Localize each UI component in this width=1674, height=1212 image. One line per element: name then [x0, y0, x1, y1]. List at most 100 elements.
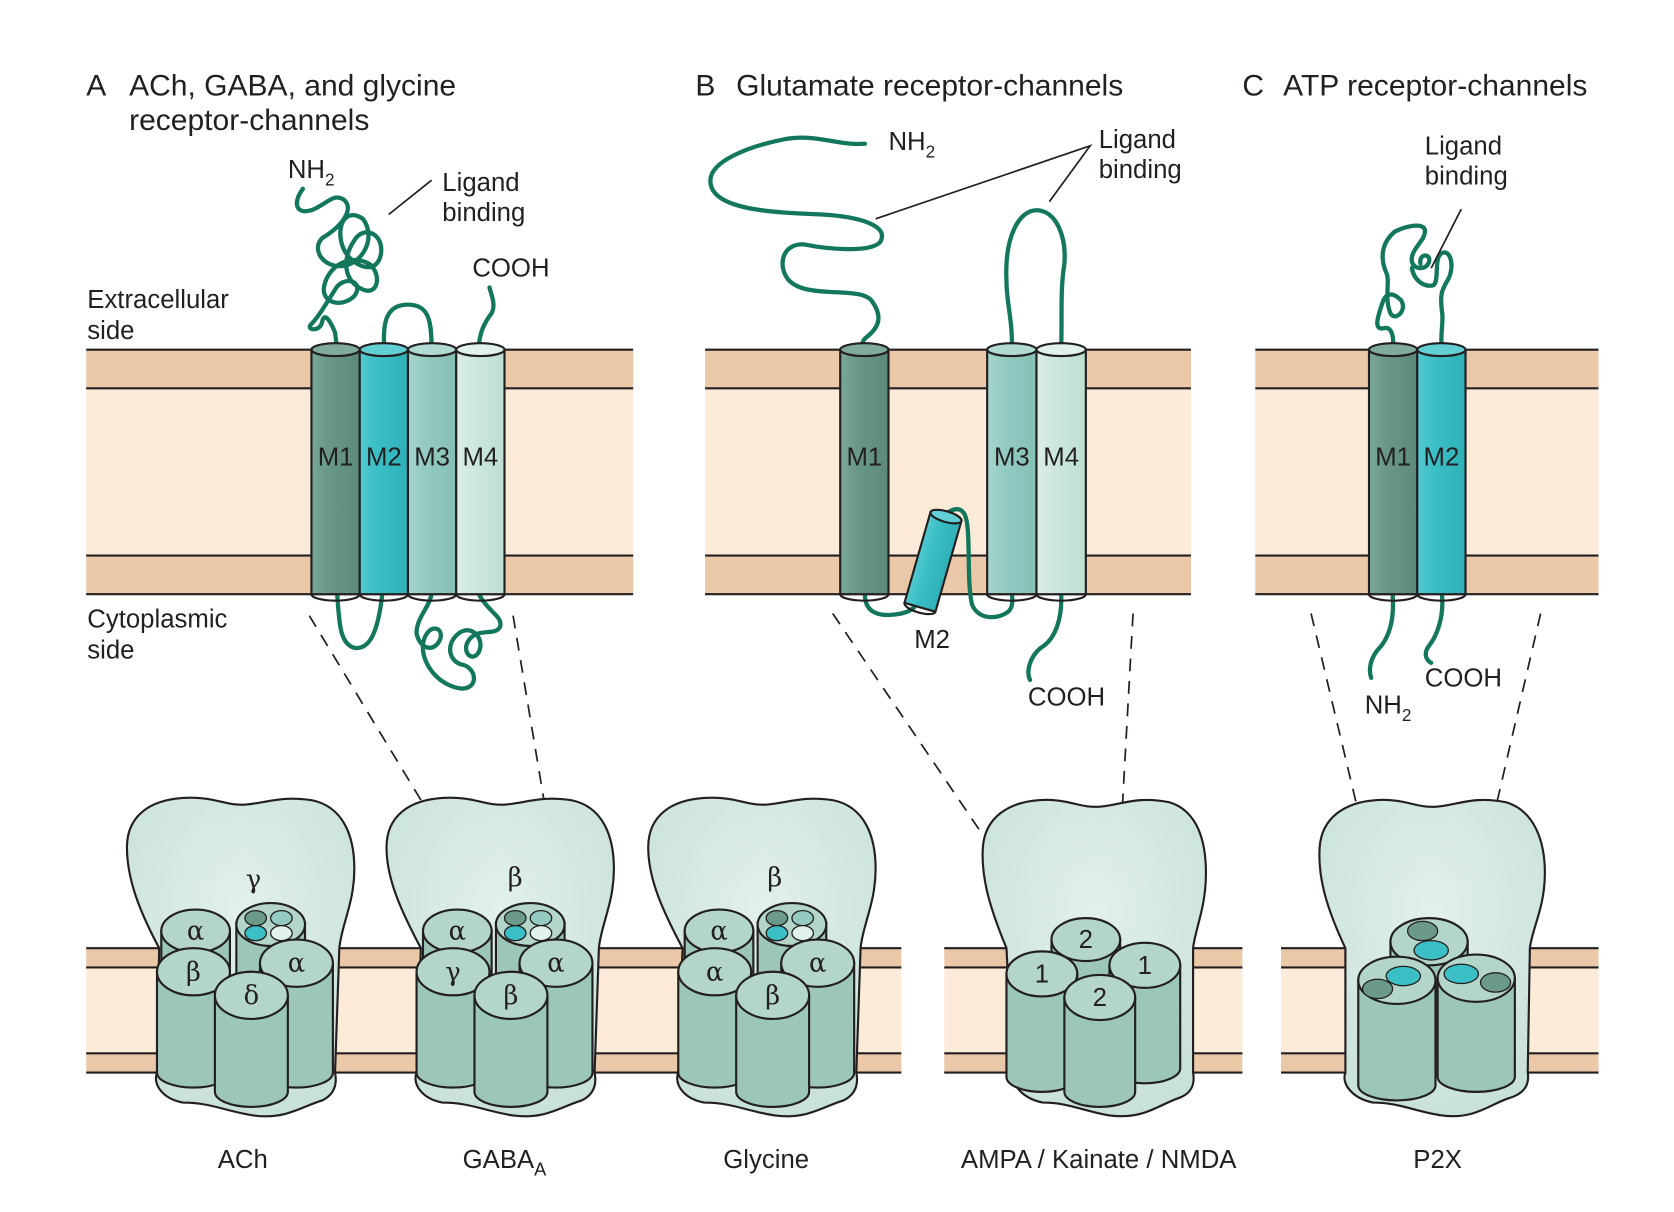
panel-a-m1-m2-loop: [335, 592, 385, 650]
helix-m3: M3: [406, 342, 458, 602]
svg-text:β: β: [503, 981, 518, 1011]
helix-b-m3: M3: [986, 342, 1038, 602]
helix-b-m4: M4: [1035, 342, 1087, 602]
gaba-subunit-left: γ: [415, 947, 491, 1089]
svg-text:2: 2: [1093, 984, 1107, 1012]
panel-c-projection-line-right: [1466, 613, 1542, 930]
panel-c-nh2-label: NH2: [1365, 691, 1412, 725]
gaba-top-subunit: β: [508, 863, 523, 893]
svg-text:β: β: [186, 957, 201, 987]
panel-a-title-line1: ACh, GABA, and glycine: [129, 69, 456, 102]
p2x-subunit-right: [1436, 953, 1516, 1093]
receptor-glycine: β α α α β Glycine: [647, 796, 877, 1174]
panel-a-title: A ACh, GABA, and glycine receptor-channe…: [86, 69, 456, 136]
svg-text:α: α: [710, 917, 727, 947]
helix-m3-label: M3: [414, 443, 450, 471]
glutamate-subunit-left: 1: [1005, 950, 1079, 1093]
panel-b-m3-m4-loop: [1004, 208, 1067, 352]
svg-text:α: α: [187, 917, 204, 947]
panel-c-c-terminal-chain: [1423, 592, 1445, 665]
svg-text:α: α: [288, 949, 305, 979]
panel-a-m3-m4-loop: [414, 592, 503, 691]
gaba-subunit-front: β: [473, 970, 549, 1108]
panel-c-cooh-label: COOH: [1425, 664, 1502, 692]
panel-b-c-terminal-chain: [1026, 592, 1064, 683]
helix-b-m3-label: M3: [994, 443, 1030, 471]
svg-text:γ: γ: [445, 957, 460, 987]
svg-text:δ: δ: [244, 981, 260, 1011]
panel-b-title: B Glutamate receptor-channels: [695, 69, 1123, 102]
helix-b-m4-label: M4: [1043, 443, 1079, 471]
panel-c-ligand-pointer: [1430, 208, 1462, 269]
receptor-glycine-label: Glycine: [723, 1146, 809, 1174]
panel-b-n-terminal-chain: [708, 135, 885, 352]
receptor-p2x-label: P2X: [1413, 1146, 1462, 1174]
panel-a-n-terminal-chain: [294, 186, 384, 352]
helix-c-m1-label: M1: [1375, 443, 1411, 471]
panel-a-letter: A: [86, 69, 106, 102]
panel-c-ligand-label-2: binding: [1425, 162, 1508, 190]
glycine-subunit-left: α: [677, 947, 753, 1089]
cytoplasmic-label-2: side: [87, 637, 134, 665]
helix-m4-label: M4: [462, 443, 498, 471]
receptor-ach-label: ACh: [218, 1146, 268, 1174]
helix-c-m2-label: M2: [1424, 443, 1460, 471]
svg-text:α: α: [547, 949, 564, 979]
p2x-subunit-left: [1357, 955, 1437, 1102]
panel-b-title-line1: Glutamate receptor-channels: [736, 69, 1123, 102]
svg-text:2: 2: [1079, 926, 1093, 954]
panel-a-title-line2: receptor-channels: [129, 104, 369, 137]
panel-b-m2-label: M2: [914, 626, 950, 654]
panel-c-title: C ATP receptor-channels: [1242, 69, 1587, 102]
helix-c-m1: M1: [1367, 342, 1419, 602]
panel-c-m1-chain: [1375, 223, 1432, 352]
helix-c-m2: M2: [1416, 342, 1467, 602]
panel-a-ligand-label-1: Ligand: [442, 169, 519, 197]
ach-top-subunit: γ: [246, 865, 261, 895]
receptor-ach: γ α α β: [125, 796, 356, 1174]
panel-c-m2-chain: [1409, 250, 1454, 352]
svg-text:1: 1: [1035, 960, 1049, 988]
panel-b-letter: B: [695, 69, 715, 102]
panel-b-ligand-label-1: Ligand: [1099, 126, 1176, 154]
cytoplasmic-label-1: Cytoplasmic: [87, 605, 227, 633]
helix-m1-label: M1: [318, 443, 354, 471]
receptor-p2x: P2X: [1318, 798, 1546, 1174]
svg-text:1: 1: [1138, 952, 1152, 980]
helix-m4: M4: [455, 342, 506, 602]
helix-m2: M2: [358, 342, 410, 602]
panel-a-ligand-label-2: binding: [442, 199, 525, 227]
svg-text:α: α: [449, 917, 466, 947]
panel-a-topology: M1 M2 M3 M4 NH2 Ligand binding COOH: [288, 156, 565, 918]
panel-b-m1-m2-loop: [862, 592, 917, 618]
panel-b-topology: M1 M3 M4 NH2 Ligand binding M2 COOH: [708, 126, 1182, 934]
extracellular-label-2: side: [87, 317, 134, 345]
panel-a-cooh-label: COOH: [472, 255, 549, 283]
receptor-glutamate-label: AMPA / Kainate / NMDA: [961, 1146, 1237, 1174]
panel-b-cooh-label: COOH: [1028, 684, 1105, 712]
svg-text:β: β: [765, 981, 780, 1011]
svg-text:α: α: [809, 949, 826, 979]
helix-b-m1: M1: [839, 342, 890, 602]
glycine-subunit-front: β: [735, 970, 811, 1108]
svg-text:α: α: [706, 957, 723, 987]
glycine-top-subunit: β: [767, 863, 782, 893]
panel-a-m2-m3-loop: [381, 302, 434, 352]
panel-b-m2-m3-loop: [933, 507, 1015, 620]
panel-c-title-line1: ATP receptor-channels: [1283, 69, 1587, 102]
panel-b-nh2-label: NH2: [888, 128, 935, 162]
panel-a-nh2-label: NH2: [288, 156, 335, 190]
helix-b-m1-label: M1: [846, 443, 882, 471]
panel-a-c-terminal-chain: [476, 285, 496, 352]
helix-m1: M1: [310, 342, 361, 602]
extracellular-label-1: Extracellular: [87, 286, 229, 314]
ach-subunit-front: δ: [213, 970, 289, 1108]
helix-b-m2-tilted: [903, 508, 963, 616]
panel-a-ligand-pointer: [388, 179, 433, 216]
helix-m2-label: M2: [366, 443, 402, 471]
panel-c-letter: C: [1242, 69, 1264, 102]
glutamate-subunit-front: 2: [1063, 973, 1137, 1108]
panel-c-projection-line-left: [1310, 613, 1387, 930]
panel-c-topology: M1 M2 Ligand binding NH2 COOH: [1310, 132, 1542, 930]
